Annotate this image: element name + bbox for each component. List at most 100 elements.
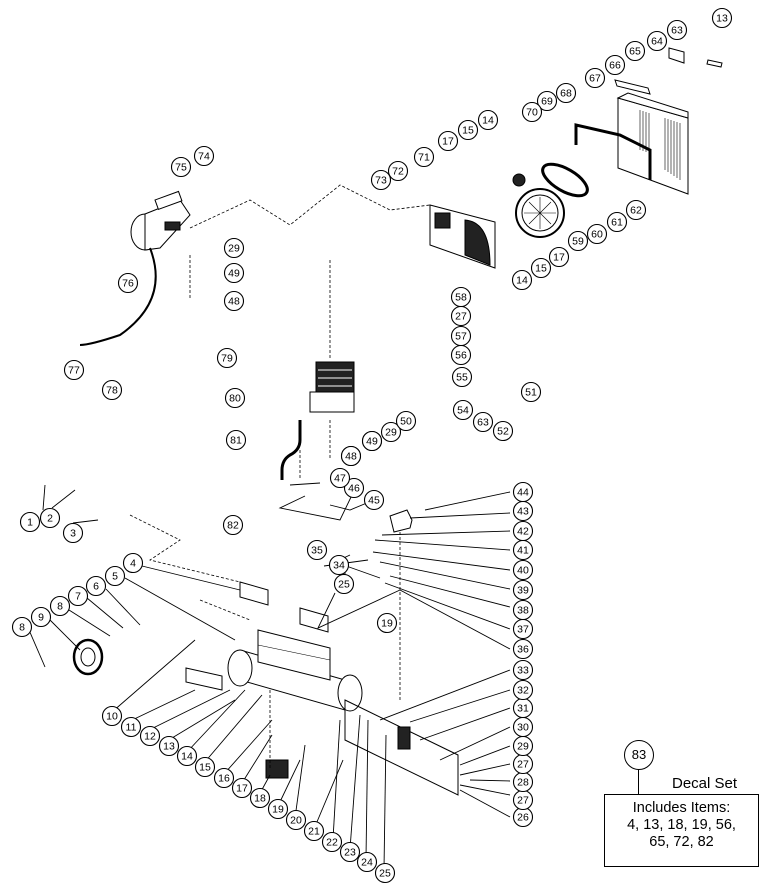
callout-number: 27	[517, 759, 529, 771]
callout-number: 3	[70, 528, 76, 540]
callout-40: 40	[512, 559, 534, 581]
callout-number: 57	[455, 331, 467, 343]
callout-18: 18	[249, 787, 271, 809]
decal-4	[239, 581, 269, 606]
callout-number: 32	[517, 685, 529, 697]
callout-number: 21	[308, 826, 320, 838]
callout-33: 33	[512, 659, 534, 681]
callout-30: 30	[512, 716, 534, 738]
callout-17: 17	[437, 130, 459, 152]
decal-18	[265, 759, 289, 779]
callout-number: 78	[106, 385, 118, 397]
callout-circle	[340, 445, 362, 467]
callout-number: 44	[517, 487, 529, 499]
callout-circle	[511, 269, 533, 291]
callout-number: 19	[381, 618, 393, 630]
callout-27: 27	[450, 305, 472, 327]
belt-guard-shroud	[614, 47, 723, 195]
callout-circle	[711, 7, 733, 29]
callout-circle	[223, 262, 245, 284]
callout-circle	[333, 573, 355, 595]
callout-55: 55	[451, 366, 473, 388]
callout-78: 78	[101, 379, 123, 401]
callout-62: 62	[625, 199, 647, 221]
motor-pulley	[512, 173, 526, 187]
callout-number: 82	[227, 520, 239, 532]
callout-circle	[101, 705, 123, 727]
callout-circle	[101, 379, 123, 401]
callout-number: 24	[361, 857, 373, 869]
callout-number: 26	[517, 812, 529, 824]
callout-number: 59	[572, 236, 584, 248]
callout-48: 48	[340, 445, 362, 467]
callout-circle	[231, 777, 253, 799]
callout-48: 48	[223, 290, 245, 312]
callout-42: 42	[512, 520, 534, 542]
callout-circle	[361, 430, 383, 452]
callout-number: 14	[181, 751, 193, 763]
callout-52: 52	[492, 420, 514, 442]
callout-81: 81	[225, 429, 247, 451]
callout-number: 42	[517, 526, 529, 538]
pressure-switch	[389, 509, 413, 533]
callout-number: 72	[392, 166, 404, 178]
callout-67: 67	[584, 67, 606, 89]
callout-number: 71	[418, 152, 430, 164]
callout-number: 54	[457, 405, 469, 417]
callout-68: 68	[555, 82, 577, 104]
callout-number: 39	[517, 585, 529, 597]
callout-circle	[194, 756, 216, 778]
callout-circle	[512, 679, 534, 701]
callout-circle	[158, 735, 180, 757]
callout-number: 22	[326, 837, 338, 849]
callout-number: 20	[290, 815, 302, 827]
callout-8: 8	[49, 595, 71, 617]
air-tank	[227, 629, 363, 712]
decal-set-title: Decal Set	[672, 775, 738, 792]
callout-number: 66	[609, 60, 621, 72]
callout-number: 12	[144, 731, 156, 743]
callout-number: 8	[57, 601, 63, 613]
callout-circle	[193, 145, 215, 167]
callout-number: 65	[629, 46, 641, 58]
callout-63: 63	[666, 19, 688, 41]
callout-29: 29	[380, 421, 402, 443]
callout-circle	[604, 54, 626, 76]
callout-79: 79	[216, 347, 238, 369]
callout-74: 74	[193, 145, 215, 167]
callout-number: 13	[716, 13, 728, 25]
callout-circle	[170, 156, 192, 178]
callout-number: 11	[126, 722, 137, 734]
callout-circle	[329, 467, 351, 489]
callout-circle	[370, 169, 392, 191]
callout-circle	[395, 410, 417, 432]
callout-circle	[548, 246, 570, 268]
manifold-plate	[344, 699, 459, 796]
callout-70: 70	[521, 101, 543, 123]
callout-circle	[584, 67, 606, 89]
callout-number: 49	[366, 436, 378, 448]
callout-circle	[451, 366, 473, 388]
callout-circle	[512, 599, 534, 621]
callout-circle	[328, 554, 350, 576]
callout-circle	[49, 595, 71, 617]
callout-circle	[437, 130, 459, 152]
callout-circle	[512, 638, 534, 660]
callout-21: 21	[303, 820, 325, 842]
callout-number: 19	[272, 804, 284, 816]
callout-circle	[225, 429, 247, 451]
callout-19: 19	[376, 612, 398, 634]
callout-number: 13	[163, 741, 175, 753]
callout-number: 27	[517, 795, 529, 807]
callout-circle	[512, 579, 534, 601]
callout-circle	[374, 862, 396, 884]
callout-circle	[376, 612, 398, 634]
callout-circle	[512, 520, 534, 542]
callout-number: 48	[228, 296, 240, 308]
callout-29: 29	[512, 735, 534, 757]
callout-number: 25	[379, 868, 391, 880]
callout-circle	[450, 325, 472, 347]
callout-65: 65	[624, 40, 646, 62]
callout-number: 58	[455, 292, 467, 304]
callout-number: 50	[400, 416, 412, 428]
